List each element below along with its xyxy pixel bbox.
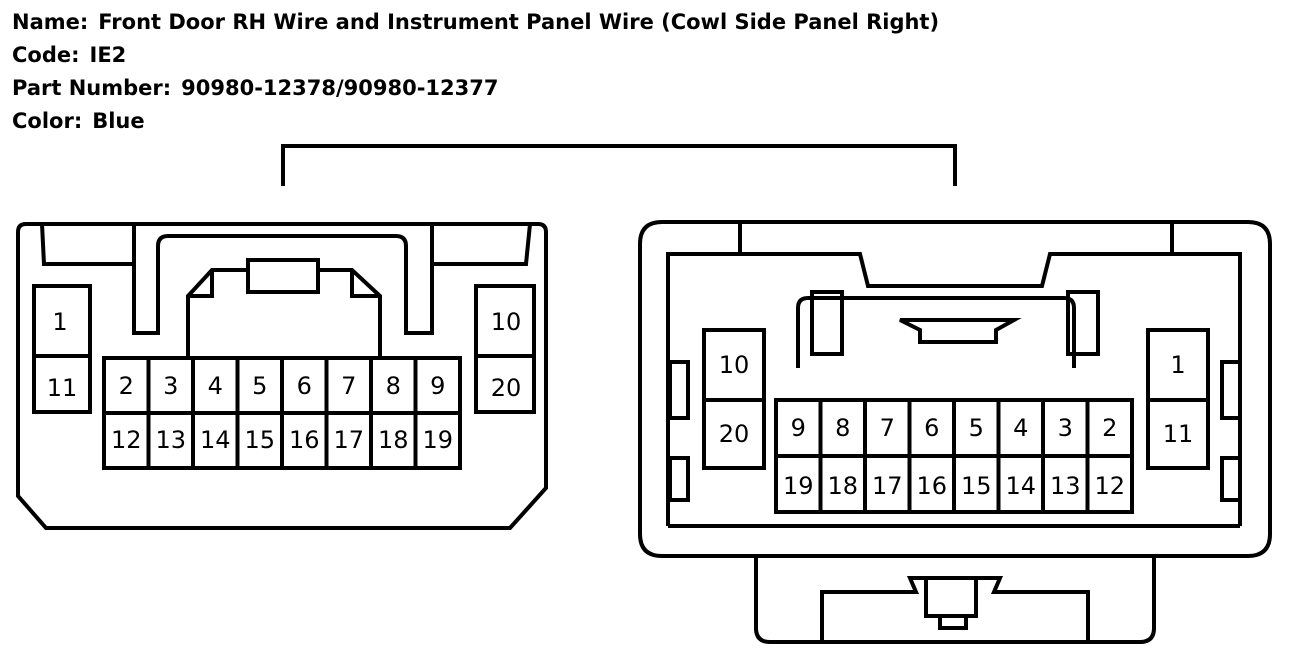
right-column-dividers [818, 400, 1090, 512]
connector-info: Name: Front Door RH Wire and Instrument P… [12, 6, 939, 138]
right-pin-label: 12 [1095, 472, 1126, 500]
name-label: Name: [12, 10, 89, 34]
left-pin-label: 12 [111, 426, 142, 454]
left-column-dividers [146, 358, 418, 468]
right-pin-label: 3 [1058, 414, 1073, 442]
right-pin-label: 6 [924, 414, 939, 442]
left-pin-label: 4 [208, 372, 223, 400]
left-connector: 1 11 10 20 2 3 4 5 6 7 8 9 12 13 14 15 16 17 18 19 [16, 222, 548, 530]
left-lock-cover [186, 258, 382, 358]
part-number-value: 90980-12378/90980-12377 [181, 76, 499, 100]
left-pin-label: 9 [430, 372, 445, 400]
right-latch-slot-right [1066, 290, 1100, 356]
right-pin-label: 2 [1102, 414, 1117, 442]
right-pin-label: 1 [1170, 351, 1185, 379]
code-line: Code: IE2 [12, 39, 939, 72]
left-pin-label: 10 [491, 308, 522, 336]
left-connector-housing [16, 222, 548, 530]
right-row-labels: 9 8 7 6 5 4 3 2 19 18 17 16 15 14 13 12 [783, 414, 1125, 500]
left-pin-label: 20 [491, 374, 522, 402]
right-latch-tab [899, 318, 1022, 344]
left-pin-label: 13 [156, 426, 187, 454]
right-bracket-tab [924, 580, 978, 630]
name-line: Name: Front Door RH Wire and Instrument P… [12, 6, 939, 39]
right-pin-label: 15 [961, 472, 992, 500]
right-pin-label: 16 [917, 472, 948, 500]
right-pin-label: 14 [1006, 472, 1037, 500]
name-value: Front Door RH Wire and Instrument Panel … [98, 10, 940, 34]
right-top-notch [740, 252, 1172, 288]
color-line: Color: Blue [12, 105, 939, 138]
left-pin-label: 7 [341, 372, 356, 400]
left-lock-tab [246, 270, 320, 294]
right-pin-labels: 10 20 1 11 9 8 7 6 5 4 3 2 19 18 17 16 15 14 13 12 [719, 351, 1194, 500]
color-label: Color: [12, 109, 83, 133]
right-pin-label: 17 [872, 472, 903, 500]
right-latch [796, 296, 1076, 368]
left-pin-label: 15 [245, 426, 276, 454]
part-number-line: Part Number: 90980-12378/90980-12377 [12, 72, 939, 105]
right-pin-label: 18 [828, 472, 859, 500]
color-value: Blue [92, 109, 145, 133]
right-pin-label: 7 [880, 414, 895, 442]
left-pin-label: 19 [423, 426, 454, 454]
left-pin-labels: 1 11 10 20 2 3 4 5 6 7 8 9 12 13 14 15 16 17 18 19 [47, 308, 522, 454]
left-pin-label: 11 [47, 374, 78, 402]
part-number-label: Part Number: [12, 76, 172, 100]
right-pin-label: 4 [1013, 414, 1028, 442]
left-pin-label: 5 [252, 372, 267, 400]
left-pin-label: 1 [52, 308, 67, 336]
left-pin-label: 6 [297, 372, 312, 400]
left-row-labels: 2 3 4 5 6 7 8 9 12 13 14 15 16 17 18 19 [111, 372, 453, 454]
right-side-slot [668, 456, 690, 502]
left-pin-label: 18 [378, 426, 409, 454]
right-pin-label: 13 [1050, 472, 1081, 500]
right-connector-housing [638, 220, 1272, 558]
left-lock-lines [188, 270, 380, 298]
right-terminal-grid [702, 328, 1210, 514]
code-label: Code: [12, 43, 80, 67]
view-link-bracket [281, 144, 957, 186]
right-pin-label: 5 [969, 414, 984, 442]
left-pin-label: 8 [386, 372, 401, 400]
right-mounting-bracket [754, 556, 1156, 644]
right-side-slot [668, 360, 690, 420]
right-pin-label: 10 [719, 351, 750, 379]
code-value: IE2 [89, 43, 127, 67]
left-housing-inner-outline [40, 223, 532, 266]
right-pin-label: 11 [1163, 420, 1194, 448]
right-bracket-inner [820, 576, 1090, 642]
left-pin-label: 2 [119, 372, 134, 400]
left-pin-label: 16 [289, 426, 320, 454]
right-pin-label: 19 [783, 472, 814, 500]
right-side-slot [1220, 360, 1242, 420]
left-lock-arch [132, 234, 434, 335]
left-terminal-grid [32, 284, 536, 470]
right-pin-label: 9 [791, 414, 806, 442]
left-cavity-1-11 [32, 284, 92, 414]
left-pin-label: 14 [200, 426, 231, 454]
left-pin-label: 3 [163, 372, 178, 400]
left-pin-label: 17 [334, 426, 365, 454]
right-latch-slot-left [810, 290, 844, 356]
left-cavity-10-20 [474, 284, 536, 414]
right-side-slot [1220, 456, 1242, 502]
right-pin-label: 8 [835, 414, 850, 442]
right-connector: 10 20 1 11 9 8 7 6 5 4 3 2 19 18 17 16 15 14 13 12 [638, 220, 1272, 644]
right-pin-label: 20 [719, 420, 750, 448]
